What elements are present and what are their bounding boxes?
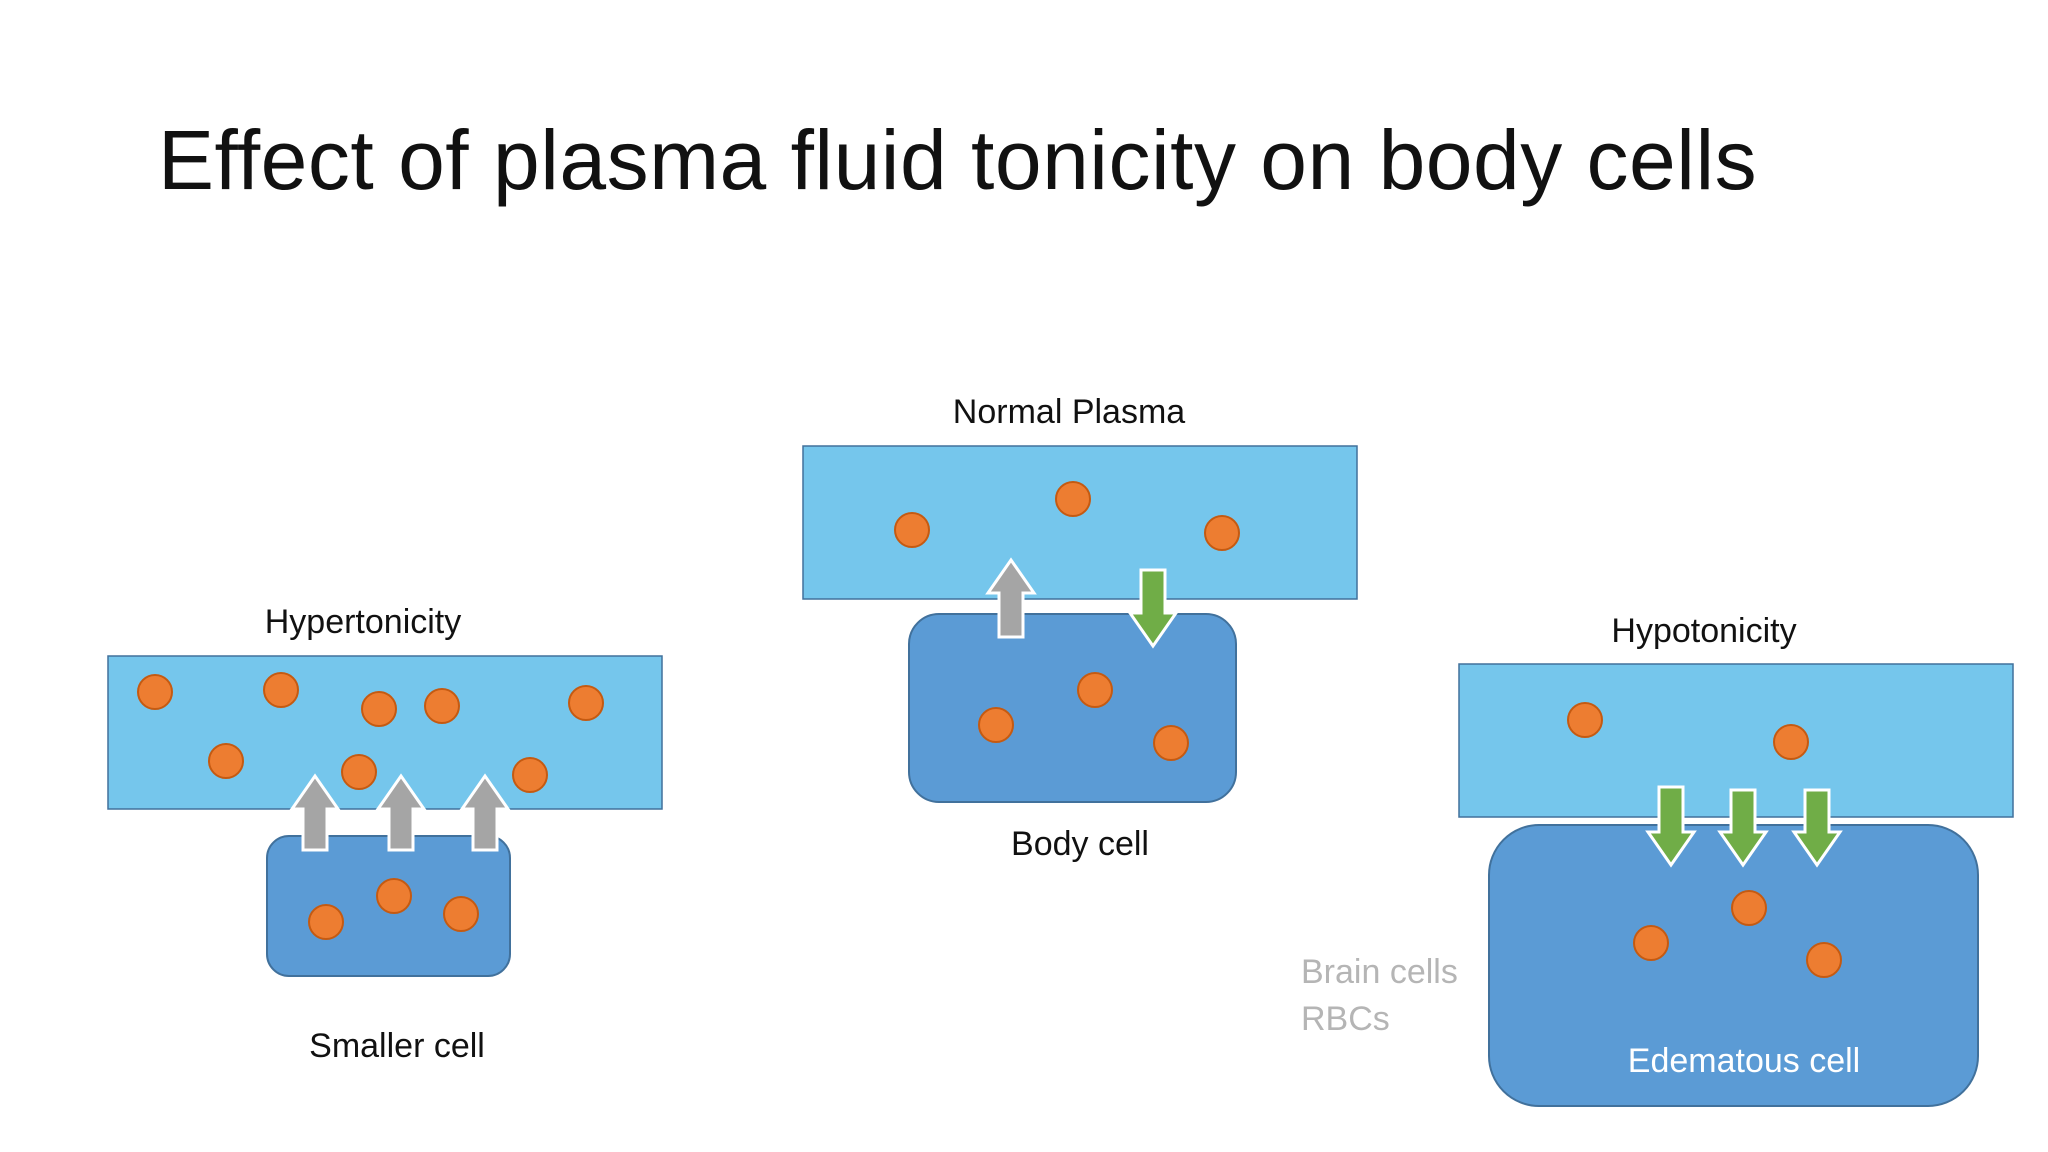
hypertonic-water-out-arrows bbox=[289, 773, 511, 852]
solute bbox=[1055, 481, 1091, 517]
hypertonic-panel bbox=[107, 655, 663, 977]
solute bbox=[341, 754, 377, 790]
solute bbox=[568, 685, 604, 721]
solute bbox=[512, 757, 548, 793]
arrow-down-icon bbox=[1127, 568, 1179, 649]
solute bbox=[894, 512, 930, 548]
solute bbox=[137, 674, 173, 710]
solute bbox=[263, 672, 299, 708]
edematous-cell-label: Edematous cell bbox=[1627, 1042, 1861, 1080]
solute bbox=[1633, 925, 1669, 961]
hypotonic-cell-solutes bbox=[1633, 890, 1842, 978]
normal-body-cell bbox=[908, 613, 1237, 803]
solute bbox=[978, 707, 1014, 743]
solute bbox=[443, 896, 479, 932]
hypotonic-plasma-solutes bbox=[1567, 702, 1809, 760]
hypertonic-plasma-solutes bbox=[137, 672, 604, 793]
normal-plasma-label: Normal Plasma bbox=[952, 393, 1186, 431]
arrow-up-icon bbox=[985, 557, 1037, 639]
solute bbox=[424, 688, 460, 724]
solute bbox=[1077, 672, 1113, 708]
arrow-up-icon bbox=[289, 773, 341, 852]
smaller-cell-label: Smaller cell bbox=[309, 1027, 485, 1065]
hypertonic-plasma bbox=[107, 655, 663, 810]
arrow-down-icon bbox=[1791, 788, 1843, 868]
affected-cell-rbcs: RBCs bbox=[1301, 1000, 1390, 1038]
normal-panel bbox=[802, 445, 1358, 803]
slide-title: Effect of plasma fluid tonicity on body … bbox=[158, 113, 1758, 207]
normal-cell-solutes bbox=[978, 672, 1189, 761]
solute bbox=[208, 743, 244, 779]
hypotonic-panel bbox=[1458, 663, 2014, 1107]
arrow-up-icon bbox=[459, 773, 511, 852]
solute bbox=[1567, 702, 1603, 738]
affected-cell-brain: Brain cells bbox=[1301, 953, 1458, 991]
solute bbox=[1731, 890, 1767, 926]
solute bbox=[1773, 724, 1809, 760]
solute bbox=[1153, 725, 1189, 761]
solute bbox=[1204, 515, 1240, 551]
normal-plasma-solutes bbox=[894, 481, 1240, 551]
solute bbox=[361, 691, 397, 727]
hypertonicity-label: Hypertonicity bbox=[264, 603, 462, 641]
hypotonic-water-in-arrows bbox=[1645, 785, 1843, 868]
arrow-down-icon bbox=[1645, 785, 1697, 868]
hypertonic-cell-solutes bbox=[308, 878, 479, 940]
normal-plasma bbox=[802, 445, 1358, 600]
solute bbox=[1806, 942, 1842, 978]
hypotonicity-label: Hypotonicity bbox=[1611, 612, 1797, 650]
body-cell-label: Body cell bbox=[1011, 825, 1149, 863]
solute bbox=[308, 904, 344, 940]
normal-water-arrows bbox=[985, 557, 1179, 649]
arrow-down-icon bbox=[1717, 788, 1769, 868]
solute bbox=[376, 878, 412, 914]
arrow-up-icon bbox=[375, 773, 427, 852]
